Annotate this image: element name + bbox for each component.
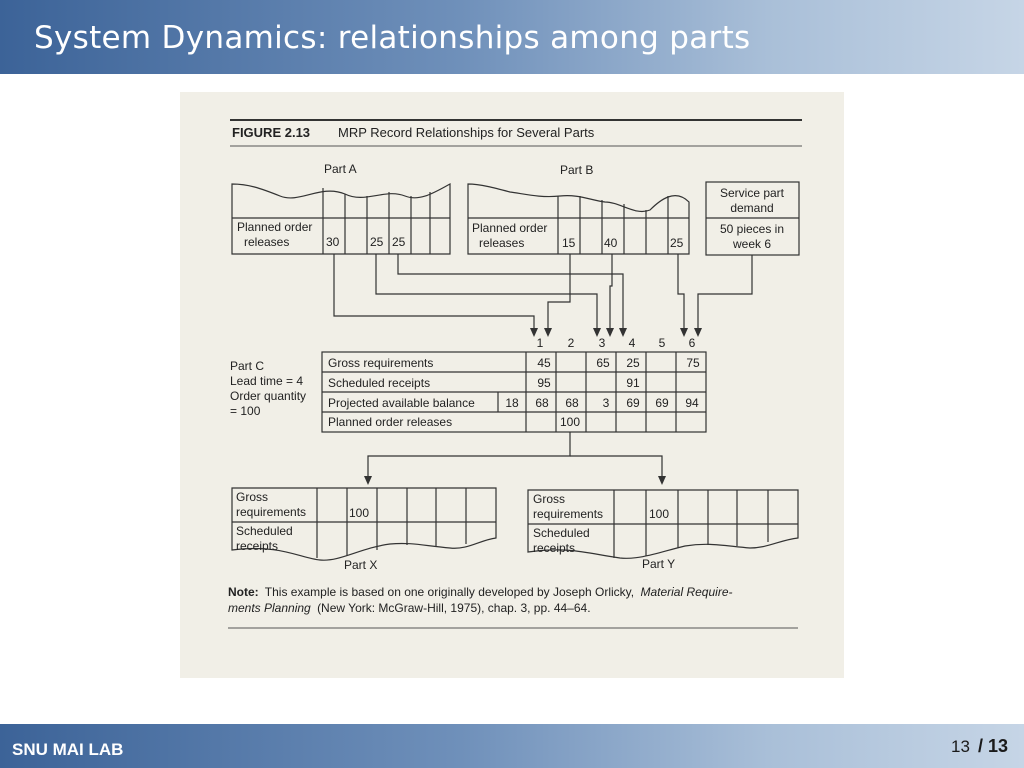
row-label-gross: Gross requirements	[328, 356, 433, 370]
period-number: 2	[568, 336, 575, 350]
figure-note-line-1: Note: This example is based on one origi…	[228, 585, 733, 599]
part-b-row-label-2: releases	[479, 236, 524, 250]
service-body-2: week 6	[732, 237, 771, 251]
scheduled-cell: 95	[537, 376, 551, 390]
part-b-record	[467, 183, 690, 255]
part-c-order-qty: Order quantity	[230, 389, 306, 403]
part-a-label: Part A	[324, 162, 357, 176]
period-number: 6	[689, 336, 696, 350]
period-number: 3	[599, 336, 606, 350]
part-x-sched-1: Scheduled	[236, 524, 293, 538]
part-c-table	[321, 351, 707, 433]
connector-lines-to-part-c	[333, 254, 753, 330]
initial-balance: 18	[505, 396, 519, 410]
part-y-sched-1: Scheduled	[533, 526, 590, 540]
period-number: 1	[537, 336, 544, 350]
part-c-label: Part C	[230, 359, 264, 373]
part-a-cell: 30	[326, 235, 340, 249]
part-x-label: Part X	[344, 558, 377, 572]
balance-cell: 69	[626, 396, 640, 410]
balance-cell: 94	[685, 396, 699, 410]
period-number: 5	[659, 336, 666, 350]
note-lead: Note:	[228, 585, 259, 599]
figure-number: FIGURE 2.13	[232, 125, 310, 140]
balance-cell: 68	[565, 396, 579, 410]
balance-cell: 68	[535, 396, 549, 410]
part-c-order-qty-value: = 100	[230, 404, 261, 418]
part-a-cell: 25	[392, 235, 406, 249]
row-label-scheduled: Scheduled receipts	[328, 376, 430, 390]
service-header-2: demand	[730, 201, 773, 215]
scheduled-cell: 91	[626, 376, 640, 390]
row-label-planned: Planned order releases	[328, 415, 452, 429]
part-y-cell: 100	[649, 507, 669, 521]
balance-cell: 3	[603, 396, 610, 410]
part-y-label: Part Y	[642, 557, 675, 571]
connector-lines-to-x-y	[367, 432, 663, 478]
part-y-sched-2: receipts	[533, 541, 575, 555]
part-b-cell: 40	[604, 236, 618, 250]
part-x-sched-2: receipts	[236, 539, 278, 553]
note-text-1: This example is based on one originally …	[265, 585, 634, 599]
part-b-cell: 15	[562, 236, 576, 250]
gross-cell: 75	[686, 356, 700, 370]
slide-title: System Dynamics: relationships among par…	[34, 20, 751, 56]
gross-cell: 45	[537, 356, 551, 370]
arrowheads-x-y	[364, 476, 666, 485]
figure-note-line-2: ments Planning (New York: McGraw-Hill, 1…	[228, 601, 591, 615]
total-pages: / 13	[977, 736, 1008, 756]
note-italic-1: Material Require-	[640, 585, 732, 599]
gross-cell: 25	[626, 356, 640, 370]
part-b-row-label-1: Planned order	[472, 221, 547, 235]
part-y-gross-2: requirements	[533, 507, 603, 521]
part-x-cell: 100	[349, 506, 369, 520]
part-a-record	[231, 182, 451, 255]
footer-bar: SNU MAI LAB 13 / 13	[0, 724, 1024, 768]
part-x-record	[231, 487, 497, 561]
lab-name: SNU MAI LAB	[12, 740, 124, 759]
period-number: 4	[629, 336, 636, 350]
service-header-1: Service part	[720, 186, 785, 200]
row-label-projected: Projected available balance	[328, 396, 475, 410]
part-x-gross-2: requirements	[236, 505, 306, 519]
part-y-gross-1: Gross	[533, 492, 565, 506]
balance-cell: 69	[655, 396, 669, 410]
part-a-row-label-2: releases	[244, 235, 289, 249]
service-body-1: 50 pieces in	[720, 222, 784, 236]
current-page: 13	[951, 737, 970, 756]
part-c-lead-time: Lead time = 4	[230, 374, 303, 388]
part-y-record	[527, 489, 799, 559]
figure-scan: FIGURE 2.13 MRP Record Relationships for…	[180, 92, 844, 678]
gross-cell: 65	[596, 356, 610, 370]
page-indicator: 13 / 13	[951, 736, 1008, 757]
figure-caption: MRP Record Relationships for Several Par…	[338, 125, 595, 140]
mrp-figure: FIGURE 2.13 MRP Record Relationships for…	[228, 119, 802, 629]
planned-cell: 100	[560, 415, 580, 429]
note-italic-2: ments Planning	[228, 601, 311, 615]
title-bar: System Dynamics: relationships among par…	[0, 0, 1024, 74]
part-b-cell: 25	[670, 236, 684, 250]
arrowheads	[530, 328, 702, 337]
part-a-cell: 25	[370, 235, 384, 249]
note-text-2: (New York: McGraw-Hill, 1975), chap. 3, …	[317, 601, 590, 615]
part-a-row-label-1: Planned order	[237, 220, 312, 234]
part-x-gross-1: Gross	[236, 490, 268, 504]
part-b-label: Part B	[560, 163, 593, 177]
